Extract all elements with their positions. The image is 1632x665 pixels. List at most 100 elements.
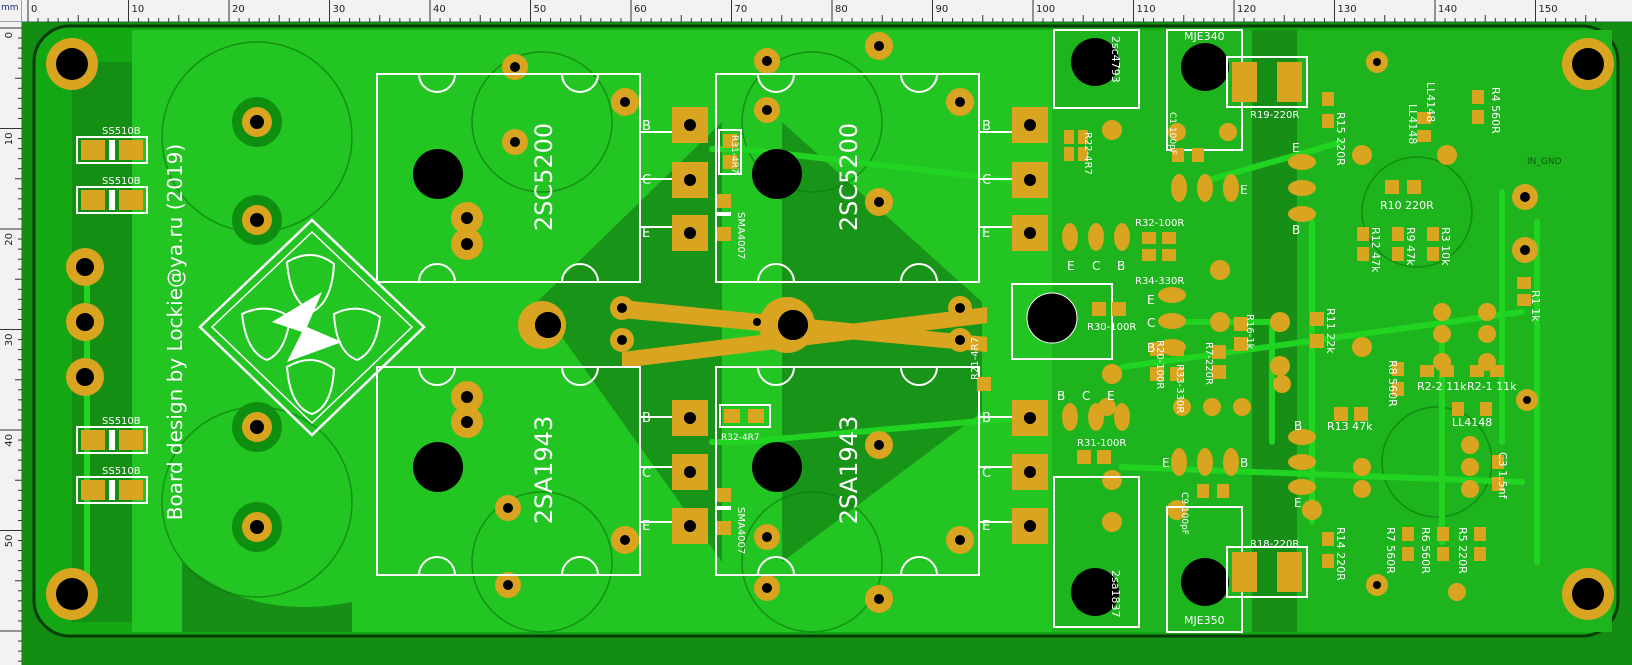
svg-text:C: C — [1147, 316, 1155, 330]
r20-label: R20-100R — [1154, 340, 1165, 389]
to92-pads — [1062, 154, 1316, 495]
svg-text:E: E — [1067, 259, 1075, 273]
ss510b-diodes — [76, 136, 148, 504]
svg-text:E: E — [982, 226, 990, 241]
ruler-left-label: 30 — [4, 334, 15, 347]
c3-label: C3 1.5nf — [1496, 452, 1509, 500]
r2a-label: R2-2 11k — [1417, 380, 1467, 393]
svg-text:E: E — [642, 226, 650, 241]
r19-label: R19-220R — [1250, 110, 1299, 121]
r11-label: R11 22k — [1324, 308, 1337, 354]
ruler-top-label: 90 — [936, 4, 949, 15]
svg-text:B: B — [982, 119, 991, 134]
d4-label: SS510B — [102, 466, 141, 477]
svg-text:E: E — [1147, 293, 1155, 307]
d9-label: LL4148 — [1452, 416, 1492, 429]
q6-label: MJE340 — [1184, 30, 1225, 43]
svg-text:B: B — [642, 119, 651, 134]
power-pin-letters: B C E B C E B C E B C E — [642, 119, 991, 534]
r31a-label: R31-4R7 — [729, 135, 739, 174]
r32a-label: R32-4R7 — [721, 433, 760, 443]
r21-label: R21-4R7 — [970, 337, 981, 380]
large-pads — [66, 97, 282, 552]
q3-label: 2SA1943 — [530, 416, 558, 524]
r16-label: R16-1k — [1244, 314, 1255, 350]
r8-label: R8 560R — [1386, 360, 1399, 407]
r9-label: R9 47k — [1404, 227, 1417, 266]
power-transistor-outlines — [376, 73, 1048, 576]
svg-text:C: C — [982, 173, 991, 188]
credit-text: Board design by Lockie@ya.ru (2019) — [163, 144, 187, 520]
q7-label: 2sa1837 — [1109, 570, 1122, 617]
r15-label: R15 220R — [1334, 112, 1347, 166]
d5-label: SMA4007 — [735, 212, 746, 259]
small-transistors — [1011, 29, 1308, 633]
ruler-left-label: 0 — [4, 32, 15, 38]
r22-label: R22-4R7 — [1082, 132, 1093, 175]
svg-text:B: B — [1294, 419, 1302, 433]
sma4007-diodes — [717, 129, 771, 535]
theatre-masks-logo — [198, 218, 426, 437]
svg-text:B: B — [1147, 341, 1155, 355]
d7-label: LL4148 — [1424, 82, 1437, 122]
svg-text:E: E — [642, 519, 650, 534]
ruler-top-label: 120 — [1237, 4, 1256, 15]
ruler-unit-label: mm — [1, 3, 19, 13]
svg-text:E: E — [1107, 389, 1115, 403]
ruler-top-label: 40 — [433, 4, 446, 15]
ruler-top-label: 140 — [1438, 4, 1457, 15]
svg-text:C: C — [982, 466, 991, 481]
r13-label: R13 47k — [1327, 420, 1373, 433]
q5-label: 2sc4793 — [1109, 36, 1122, 83]
ruler-top-label: 80 — [835, 4, 848, 15]
d6-label: SMA4007 — [735, 507, 746, 554]
svg-text:E: E — [1292, 141, 1300, 155]
smd-resistors — [977, 90, 1531, 568]
pcb-canvas[interactable]: 2SC5200 2SC5200 2SA1943 2SA1943 B C E B … — [22, 22, 1632, 665]
svg-text:E: E — [982, 519, 990, 534]
pour-dark-arc — [182, 562, 352, 632]
r12-label: R12 47k — [1369, 227, 1382, 273]
net-label: IN_GND — [1527, 157, 1562, 167]
ruler-left-label: 40 — [4, 434, 15, 447]
r5-label: R5 220R — [1456, 527, 1469, 574]
r2b-label: R2-1 11k — [1467, 380, 1517, 393]
ruler-top-label: 130 — [1338, 4, 1357, 15]
ruler-top-label: 10 — [132, 4, 145, 15]
ruler-top-label: 60 — [634, 4, 647, 15]
r31b-label: R31-100R — [1077, 438, 1126, 449]
d2-label: SS510B — [102, 176, 141, 187]
r4-label: R4 560R — [1489, 87, 1502, 134]
q4-label: 2SA1943 — [835, 416, 863, 524]
r30-label: R30-100R — [1087, 322, 1136, 333]
svg-text:E: E — [1162, 456, 1170, 470]
svg-text:B: B — [1057, 389, 1065, 403]
svg-text:B: B — [1240, 456, 1248, 470]
r14-label: R14 220R — [1334, 527, 1347, 581]
r6-label: R6 560R — [1419, 527, 1432, 574]
svg-text:C: C — [642, 173, 651, 188]
r7b-label: R7 560R — [1384, 527, 1397, 574]
ruler-top-label: 110 — [1137, 4, 1156, 15]
svg-text:B: B — [642, 411, 651, 426]
r18-label: R18-220R — [1250, 539, 1299, 550]
ruler-top-label: 70 — [735, 4, 748, 15]
ruler-top-label: 150 — [1539, 4, 1558, 15]
ruler-top-label: 30 — [333, 4, 346, 15]
q1-label: 2SC5200 — [530, 123, 558, 231]
r33-label: R33-330R — [1174, 364, 1185, 413]
c1-label: C1 100pF — [1167, 112, 1177, 155]
d3-label: SS510B — [102, 416, 141, 427]
pcb-board: 2SC5200 2SC5200 2SA1943 2SA1943 B C E B … — [32, 24, 1620, 638]
ruler-top-label: 100 — [1036, 4, 1055, 15]
r34-label: R34-330R — [1135, 276, 1184, 287]
d8-label: LL4148 — [1406, 104, 1419, 144]
svg-text:C: C — [1082, 389, 1090, 403]
q8-label: MJE350 — [1184, 614, 1225, 627]
ruler-left-label: 20 — [4, 233, 15, 246]
svg-text:C: C — [1092, 259, 1100, 273]
